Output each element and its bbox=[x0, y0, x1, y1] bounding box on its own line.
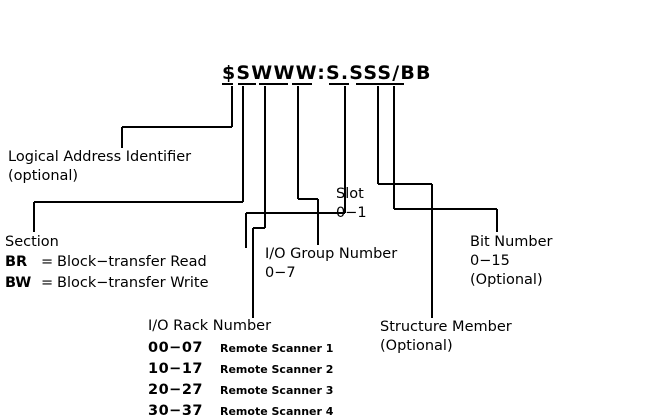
section-eq-bw: = bbox=[41, 275, 54, 291]
section-value-bw: Block−transfer Write bbox=[57, 275, 209, 291]
label-io-rack-number: I/O Rack Number 00−07 Remote Scanner 1 1… bbox=[148, 317, 333, 418]
bit-number-line3: (Optional) bbox=[470, 272, 543, 288]
rack-row: 20−27 Remote Scanner 3 bbox=[148, 380, 333, 401]
rack-heading: I/O Rack Number bbox=[148, 318, 272, 334]
label-slot: Slot 0−1 bbox=[336, 185, 367, 223]
section-row-br: BR = Block−transfer Read bbox=[5, 252, 209, 273]
section-value-br: Block−transfer Read bbox=[57, 254, 207, 270]
slot-line1: Slot bbox=[336, 186, 364, 202]
structure-member-line1: Structure Member bbox=[380, 319, 512, 335]
section-key-bw: BW bbox=[5, 275, 32, 291]
rack-range: 10−17 bbox=[148, 361, 204, 377]
section-eq-br: = bbox=[41, 254, 54, 270]
label-structure-member: Structure Member (Optional) bbox=[380, 318, 512, 356]
bit-number-line1: Bit Number bbox=[470, 234, 553, 250]
rack-row: 30−37 Remote Scanner 4 bbox=[148, 401, 333, 418]
rack-range: 20−27 bbox=[148, 382, 204, 398]
section-key-br: BR bbox=[5, 254, 28, 270]
label-io-group-number: I/O Group Number 0−7 bbox=[265, 245, 397, 283]
bit-number-line2: 0−15 bbox=[470, 253, 510, 269]
rack-row: 00−07 Remote Scanner 1 bbox=[148, 338, 333, 359]
address-code-string: $SWWW:S.SSS/BB bbox=[222, 62, 432, 84]
rack-description: Remote Scanner 2 bbox=[220, 363, 334, 376]
section-row-bw: BW = Block−transfer Write bbox=[5, 273, 209, 294]
logical-address-line2: (optional) bbox=[8, 168, 79, 184]
io-group-line1: I/O Group Number bbox=[265, 246, 398, 262]
label-bit-number: Bit Number 0−15 (Optional) bbox=[470, 233, 553, 290]
slot-line2: 0−1 bbox=[336, 205, 367, 221]
label-logical-address-identifier: Logical Address Identifier (optional) bbox=[8, 148, 191, 186]
rack-description: Remote Scanner 3 bbox=[220, 384, 334, 397]
rack-range: 30−37 bbox=[148, 403, 204, 418]
label-section: Section BR = Block−transfer Read BW = Bl… bbox=[5, 233, 209, 294]
rack-range: 00−07 bbox=[148, 340, 204, 356]
section-heading: Section bbox=[5, 234, 59, 250]
structure-member-line2: (Optional) bbox=[380, 338, 453, 354]
rack-row: 10−17 Remote Scanner 2 bbox=[148, 359, 333, 380]
io-group-line2: 0−7 bbox=[265, 265, 296, 281]
rack-description: Remote Scanner 4 bbox=[220, 405, 334, 418]
logical-address-line1: Logical Address Identifier bbox=[8, 149, 192, 165]
rack-description: Remote Scanner 1 bbox=[220, 342, 334, 355]
